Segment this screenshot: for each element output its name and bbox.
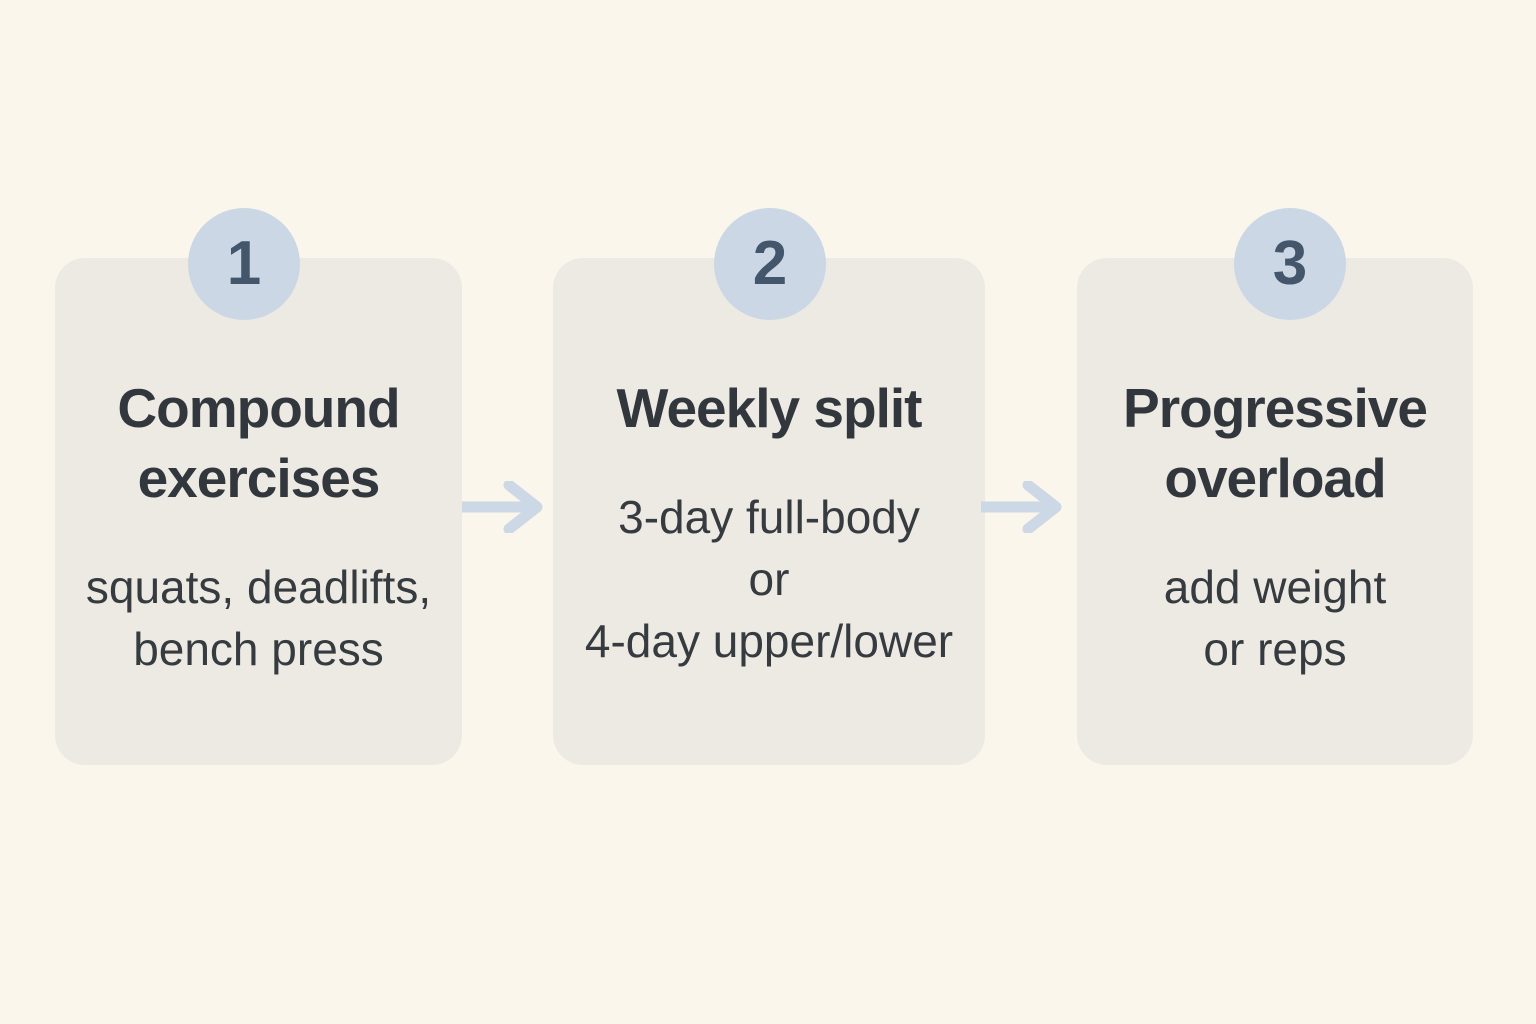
- step-1-detail: squats, deadlifts, bench press: [55, 556, 462, 680]
- step-3-title: Progressive overload: [1077, 373, 1473, 513]
- step-3-number: 3: [1272, 229, 1308, 298]
- step-2-detail: 3-day full-body or 4-day upper/lower: [553, 486, 985, 672]
- step-1-title: Compound exercises: [55, 373, 462, 513]
- step-1-title-line: Compound: [117, 377, 400, 439]
- right-arrow-icon: [981, 481, 1062, 533]
- step-3-detail-line: add weight: [1163, 561, 1387, 613]
- step-3-detail: add weight or reps: [1077, 556, 1473, 680]
- step-1-number-badge: 1: [188, 208, 300, 320]
- right-arrow-icon: [462, 481, 543, 533]
- step-2-detail-line: or: [748, 553, 790, 605]
- step-2-title: Weekly split: [553, 373, 985, 443]
- step-card-1: 1 Compound exercises squats, deadlifts, …: [55, 208, 462, 765]
- step-2-detail-line: 3-day full-body: [618, 491, 920, 543]
- step-1-number: 1: [226, 229, 262, 298]
- step-1-title-line: exercises: [137, 447, 381, 509]
- step-2-number-badge: 2: [714, 208, 826, 320]
- step-3-title-line: overload: [1164, 447, 1386, 509]
- step-3-number-badge: 3: [1234, 208, 1346, 320]
- step-2-number: 2: [752, 229, 788, 298]
- step-card-3: 3 Progressive overload add weight or rep…: [1077, 208, 1473, 765]
- step-2-detail-line: 4-day upper/lower: [584, 615, 954, 667]
- step-2-title-line: Weekly split: [616, 377, 923, 439]
- step-1-detail-line: squats, deadlifts,: [85, 561, 432, 613]
- step-3-title-line: Progressive: [1123, 377, 1428, 439]
- step-1-detail-line: bench press: [133, 623, 384, 675]
- step-3-detail-line: or reps: [1203, 623, 1347, 675]
- step-card-2: 2 Weekly split 3-day full-body or 4-day …: [553, 208, 985, 765]
